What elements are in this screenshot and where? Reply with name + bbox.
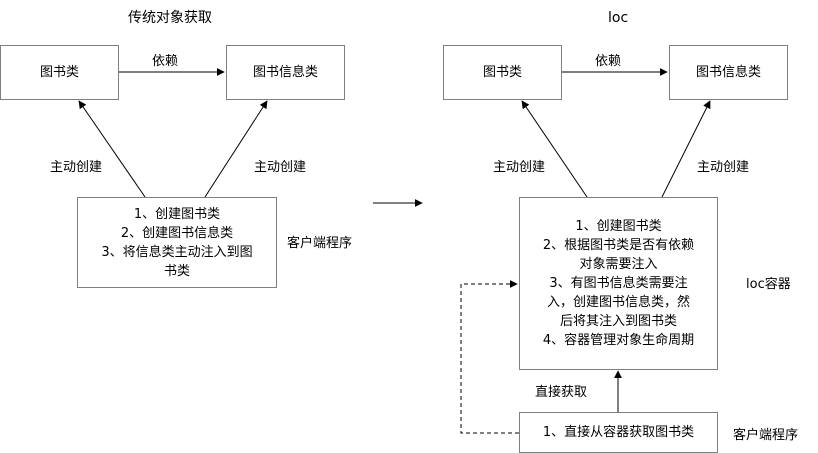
left-create-label-1: 主动创建 — [50, 160, 103, 175]
left-client-box: 1、创建图书类 2、创建图书信息类 3、将信息类主动注入到图 书类 — [77, 197, 277, 288]
left-client-step: 书类 — [163, 263, 190, 279]
left-create-label-2: 主动创建 — [254, 160, 307, 175]
container-step: 对象需要注入 — [579, 257, 658, 272]
right-create-label-2: 主动创建 — [697, 160, 750, 175]
container-step: 1、创建图书类 — [575, 219, 662, 234]
create-arrow-right-info — [661, 100, 711, 198]
right-diagram-title: loc — [608, 10, 629, 26]
right-dependency-label: 依赖 — [595, 54, 622, 69]
ioc-container-label: loc容器 — [746, 277, 791, 292]
right-book-class-box: 图书类 — [443, 45, 562, 100]
left-book-class-label: 图书类 — [39, 65, 79, 80]
left-diagram-title: 传统对象获取 — [128, 10, 212, 26]
right-book-info-class-label: 图书信息类 — [695, 65, 761, 80]
container-step: 入，创建图书信息类，然 — [546, 295, 690, 310]
ioc-container-box: 1、创建图书类 2、根据图书类是否有依赖 对象需要注入 3、有图书信息类需要注 … — [519, 197, 718, 370]
left-book-info-class-box: 图书信息类 — [226, 45, 345, 100]
fetch-label: 直接获取 — [535, 385, 588, 400]
container-step: 3、有图书信息类需要注 — [549, 276, 688, 291]
right-book-info-class-box: 图书信息类 — [669, 45, 788, 100]
create-arrow-right-book — [521, 100, 588, 198]
container-step: 后将其注入到图书类 — [559, 314, 677, 329]
left-dependency-label: 依赖 — [152, 54, 179, 69]
left-book-info-class-label: 图书信息类 — [252, 65, 318, 80]
left-client-step: 2、创建图书信息类 — [120, 225, 234, 241]
container-step: 4、容器管理对象生命周期 — [542, 333, 695, 348]
right-client-step: 1、直接从容器获取图书类 — [542, 425, 695, 440]
right-create-label-1: 主动创建 — [493, 160, 546, 175]
right-client-box: 1、直接从容器获取图书类 — [519, 412, 718, 453]
left-book-class-box: 图书类 — [0, 45, 119, 100]
create-arrow-left-book — [78, 100, 146, 198]
dashed-return-arrow — [460, 280, 519, 434]
container-step: 2、根据图书类是否有依赖 — [542, 238, 695, 253]
right-book-class-label: 图书类 — [482, 65, 522, 80]
left-client-label: 客户端程序 — [287, 236, 353, 251]
left-client-step: 1、创建图书类 — [133, 206, 221, 222]
right-client-label: 客户端程序 — [733, 428, 799, 443]
left-client-step: 3、将信息类主动注入到图 — [101, 244, 253, 260]
create-arrow-left-info — [204, 100, 268, 198]
